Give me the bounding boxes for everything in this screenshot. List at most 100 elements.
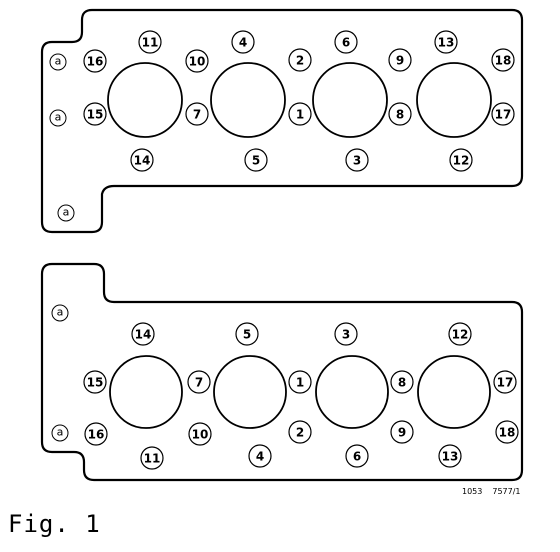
bolt-number: 5 (243, 328, 251, 342)
alignment-mark-label: a (55, 55, 62, 68)
bolt-number: 4 (256, 450, 264, 464)
bolt-circle (84, 422, 108, 446)
bolt-circle (83, 102, 107, 126)
bolt-circle (449, 148, 473, 172)
bolt-number: 3 (353, 154, 361, 168)
part-number: 1053 7577/1 (462, 487, 531, 496)
bolt-number: 16 (87, 55, 104, 69)
top-bolt-4: 4 (231, 30, 255, 54)
bolt-number: 12 (452, 328, 469, 342)
bolt-circle (334, 30, 358, 54)
top-bolt-6: 6 (334, 30, 358, 54)
top-bolt-15: 15 (83, 102, 107, 126)
bolt-circle (390, 370, 414, 394)
bolt-number: 15 (87, 108, 104, 122)
bolt-number: 3 (342, 328, 350, 342)
bolt-circle (130, 148, 154, 172)
bolt-circle (235, 322, 259, 346)
bottom-bolt-10: 10 (188, 422, 212, 446)
bolt-circle (390, 420, 414, 444)
bolt-circle (491, 48, 515, 72)
bottom-bolt-1: 1 (288, 370, 312, 394)
bottom-bolt-12: 12 (448, 322, 472, 346)
bolt-number: 1 (296, 108, 304, 122)
bottom-cylinder-bore (213, 355, 287, 429)
top-bolt-16: 16 (83, 49, 107, 73)
bottom-bolt-6: 6 (345, 444, 369, 468)
bolt-circle (288, 370, 312, 394)
top-bolt-18: 18 (491, 48, 515, 72)
bolt-circle (334, 322, 358, 346)
top-bolt-2: 2 (288, 48, 312, 72)
bolt-number: 6 (342, 36, 350, 50)
bottom-bolt-5: 5 (235, 322, 259, 346)
bolt-number: 11 (142, 36, 159, 50)
top-alignment-mark: a (49, 53, 67, 71)
bolt-circle (288, 420, 312, 444)
bottom-alignment-mark: a (51, 304, 69, 322)
bolt-circle (345, 444, 369, 468)
top-alignment-marks: a a a (49, 53, 75, 222)
top-bolt-13: 13 (434, 30, 458, 54)
bolt-number: 18 (495, 54, 512, 68)
part-number-code: 1053 (462, 487, 483, 496)
top-bolt-14: 14 (130, 148, 154, 172)
bolt-circle (438, 444, 462, 468)
top-cylinder-bore (210, 62, 286, 138)
bottom-alignment-mark: a (51, 424, 69, 442)
bolt-number: 5 (252, 154, 260, 168)
bolt-circle (345, 148, 369, 172)
bottom-bolt-8: 8 (390, 370, 414, 394)
bolt-circle (491, 102, 515, 126)
bolt-circle (493, 370, 517, 394)
bolt-circle (288, 48, 312, 72)
bolt-circle (388, 48, 412, 72)
bottom-bolt-2: 2 (288, 420, 312, 444)
bottom-cylinder-bore (109, 355, 183, 429)
bolt-circle (434, 30, 458, 54)
part-number-ref: 7577/1 (492, 487, 521, 496)
top-gasket-outline (40, 8, 524, 234)
alignment-mark-label: a (55, 111, 62, 124)
bottom-bolt-3: 3 (334, 322, 358, 346)
top-bolt-17: 17 (491, 102, 515, 126)
bolt-number: 6 (353, 450, 361, 464)
bolt-number: 13 (442, 450, 459, 464)
bottom-cylinder-bore (315, 355, 389, 429)
top-cylinder-bore (312, 62, 388, 138)
bottom-bolt-9: 9 (390, 420, 414, 444)
bottom-bolt-17: 17 (493, 370, 517, 394)
alignment-mark-label: a (57, 426, 64, 439)
bolt-circle (188, 422, 212, 446)
top-bolt-10: 10 (185, 49, 209, 73)
bolt-number: 16 (88, 428, 105, 442)
bolt-number: 8 (398, 376, 406, 390)
top-bolt-12: 12 (449, 148, 473, 172)
bolt-number: 13 (438, 36, 455, 50)
bolt-circle (131, 322, 155, 346)
bolt-number: 15 (87, 376, 104, 390)
bolt-circle (288, 102, 312, 126)
bolt-number: 14 (135, 328, 152, 342)
bolt-circle (244, 148, 268, 172)
top-alignment-mark: a (57, 204, 75, 222)
bolt-number: 8 (396, 108, 404, 122)
figure-caption: Fig. 1 (8, 510, 101, 538)
bolt-circle (231, 30, 255, 54)
bottom-bolt-14: 14 (131, 322, 155, 346)
bottom-bolt-15: 15 (83, 370, 107, 394)
bolt-number: 11 (144, 452, 161, 466)
bolt-number: 7 (195, 376, 203, 390)
bolt-circle (388, 102, 412, 126)
top-bolt-7: 7 (185, 102, 209, 126)
bottom-gasket-outline (40, 262, 524, 482)
bottom-bolt-16: 16 (84, 422, 108, 446)
bolt-circle (83, 370, 107, 394)
bolt-number: 2 (296, 426, 304, 440)
bolt-number: 7 (193, 108, 201, 122)
